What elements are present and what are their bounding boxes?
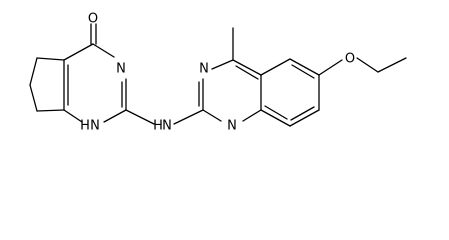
bond (290, 106, 315, 121)
chemical-structure: O N H N H N N N O (29, 12, 407, 134)
atom-label-n-quinazoline-1: N (227, 119, 237, 134)
bond (289, 109, 320, 127)
bond (260, 109, 291, 127)
bond (260, 58, 291, 76)
bond (63, 43, 94, 61)
bond (103, 109, 127, 123)
bond (235, 65, 259, 80)
bond (29, 84, 38, 112)
bond (264, 105, 288, 120)
bond (318, 59, 343, 76)
atom-label-n-quinazoline-3: N (199, 62, 209, 77)
atom-label-h-amine: H (153, 119, 163, 134)
bond (36, 109, 65, 112)
bond (232, 59, 262, 76)
bond (377, 57, 407, 73)
bond (125, 109, 155, 125)
atom-label-n-amine: N (162, 119, 172, 134)
bond (242, 109, 262, 122)
bond (356, 57, 379, 73)
bond-lines (29, 23, 407, 127)
atom-label-h-pyrimidinone-1: H (80, 119, 90, 134)
bond (211, 59, 234, 70)
bond (92, 43, 115, 58)
atom-label-n-pyrimidinone-1: N (90, 119, 100, 134)
bond (173, 109, 204, 125)
bond (29, 57, 38, 86)
atom-label-o-ether: O (345, 52, 355, 67)
bond (36, 57, 65, 61)
bond (202, 109, 222, 122)
atom-labels: O N H N H N N N O (80, 12, 355, 134)
bond (289, 58, 320, 76)
atom-label-o-carbonyl: O (88, 12, 98, 27)
bond (63, 109, 83, 123)
bond (291, 64, 315, 79)
atom-label-n-pyrimidinone-3: N (116, 62, 126, 77)
